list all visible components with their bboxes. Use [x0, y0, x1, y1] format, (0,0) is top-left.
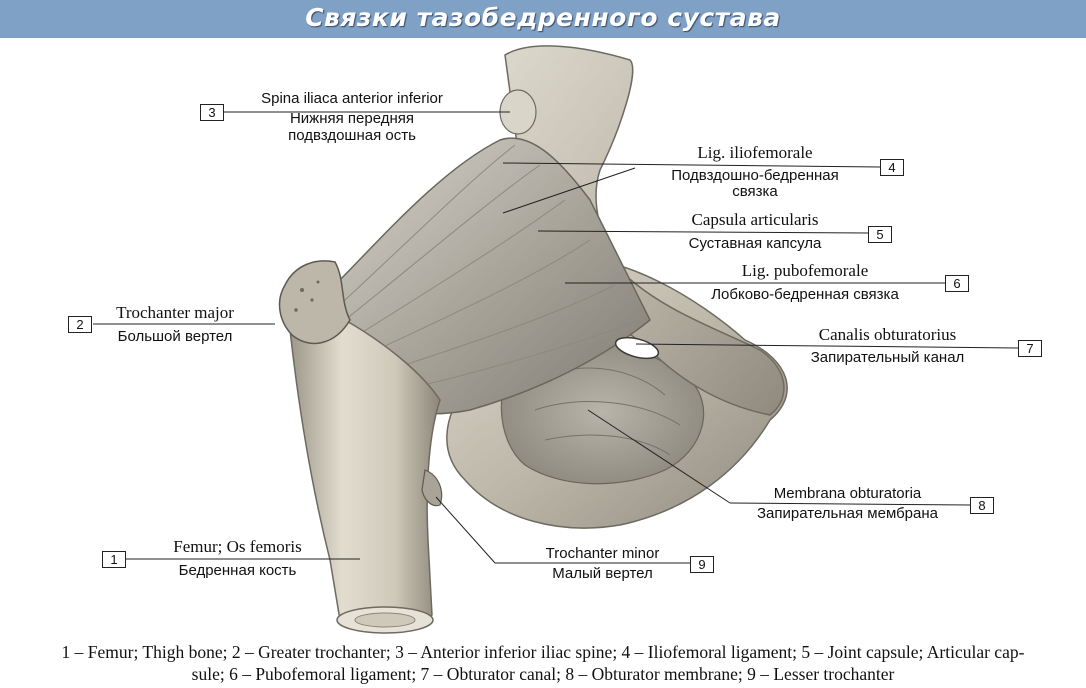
label-7-latin: Canalis obturatorius — [818, 325, 957, 344]
trochanter-texture — [294, 280, 320, 312]
membrane-fiber — [544, 434, 671, 456]
label-number-1: 1 — [102, 551, 126, 568]
label-8-latin: Membrana obturatoria — [773, 485, 922, 502]
figure-caption: 1 – Femur; Thigh bone; 2 – Greater troch… — [4, 641, 1082, 685]
diagram-title: Связки тазобедренного сустава — [305, 3, 781, 32]
lesser-trochanter-shape — [421, 469, 443, 507]
label-number-7: 7 — [1018, 340, 1042, 357]
label-4-latin: Lig. iliofemorale — [697, 143, 813, 162]
caption-line-2: sule; 6 – Pubofemoral ligament; 7 – Obtu… — [191, 664, 895, 684]
label-1-russian: Бедренная кость — [178, 562, 297, 579]
label-4-russian-line2: связка — [732, 183, 778, 200]
label-8-russian: Запирательная мембрана — [757, 505, 938, 522]
femur-shaft — [289, 319, 441, 628]
label-5-latin: Capsula articularis — [691, 210, 819, 229]
label-number-6: 6 — [945, 275, 969, 292]
label-number-4: 4 — [880, 159, 904, 176]
label-9-russian: Малый вертел — [552, 565, 653, 582]
label-1-latin: Femur; Os femoris — [173, 537, 302, 556]
obturator-canal-shape — [614, 336, 660, 360]
label-number-9: 9 — [690, 556, 714, 573]
label-6-latin: Lig. pubofemorale — [741, 261, 869, 280]
leader-lines — [93, 111, 1019, 564]
label-2-latin: Trochanter major — [116, 303, 234, 322]
label-3-russian: Нижняя передняя — [289, 110, 415, 127]
greater-trochanter-shape — [278, 260, 351, 345]
label-number-5: 5 — [868, 226, 892, 243]
title-bar — [0, 0, 1086, 38]
label-number-8: 8 — [970, 497, 994, 514]
label-2-russian: Большой вертел — [117, 328, 233, 345]
label-4-russian: Подвздошно-бедренная — [671, 167, 839, 184]
caption-line-1: 1 – Femur; Thigh bone; 2 – Greater troch… — [61, 642, 1025, 662]
label-6-russian: Лобково-бедренная связка — [711, 286, 899, 303]
label-number-3: 3 — [200, 104, 224, 121]
label-3-latin: Spina iliaca anterior inferior — [261, 90, 443, 107]
label-5-russian: Суставная капсула — [688, 235, 822, 252]
label-7-russian: Запирательный канал — [810, 349, 965, 366]
label-number-2: 2 — [68, 316, 92, 333]
label-3-russian-line2: подвздошная ость — [288, 127, 416, 144]
label-9-latin: Trochanter minor — [545, 545, 660, 562]
membrane-fiber — [534, 401, 681, 426]
